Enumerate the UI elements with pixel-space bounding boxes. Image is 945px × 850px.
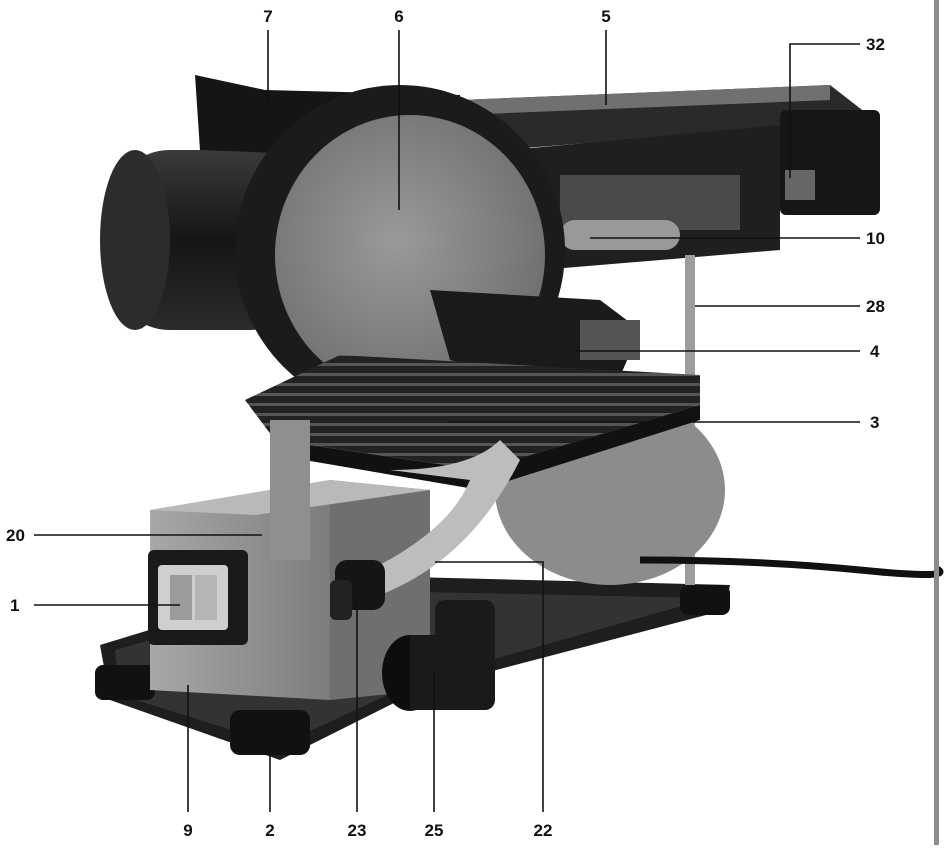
dust-extraction-port <box>382 600 495 711</box>
rubber-foot-right <box>680 585 730 615</box>
callout-23: 23 <box>348 821 367 840</box>
locking-knob <box>330 560 385 620</box>
callout-22: 22 <box>534 821 553 840</box>
callout-10: 10 <box>866 229 885 248</box>
callout-3: 3 <box>870 413 879 432</box>
belt-tension-lever <box>560 220 680 250</box>
callout-28: 28 <box>866 297 885 316</box>
belt-unit <box>460 85 880 270</box>
callout-labels: 7 6 5 32 10 28 4 3 20 1 9 2 23 25 22 <box>6 7 885 840</box>
work-table <box>245 355 700 490</box>
leader-22 <box>435 561 544 812</box>
callout-1: 1 <box>10 596 19 615</box>
page-edge-rule <box>934 0 939 845</box>
callout-25: 25 <box>425 821 444 840</box>
leader-32 <box>789 43 860 178</box>
table-bracket <box>270 420 310 560</box>
callout-20: 20 <box>6 526 25 545</box>
callout-5: 5 <box>601 7 610 26</box>
callout-9: 9 <box>183 821 192 840</box>
power-switch <box>148 550 248 645</box>
tilt-scale <box>370 440 520 595</box>
callout-32: 32 <box>866 35 885 54</box>
callout-4: 4 <box>870 342 880 361</box>
callout-6: 6 <box>394 7 403 26</box>
callout-lines <box>34 30 860 812</box>
callout-7: 7 <box>263 7 272 26</box>
callout-2: 2 <box>265 821 274 840</box>
rubber-foot-left <box>95 665 155 700</box>
